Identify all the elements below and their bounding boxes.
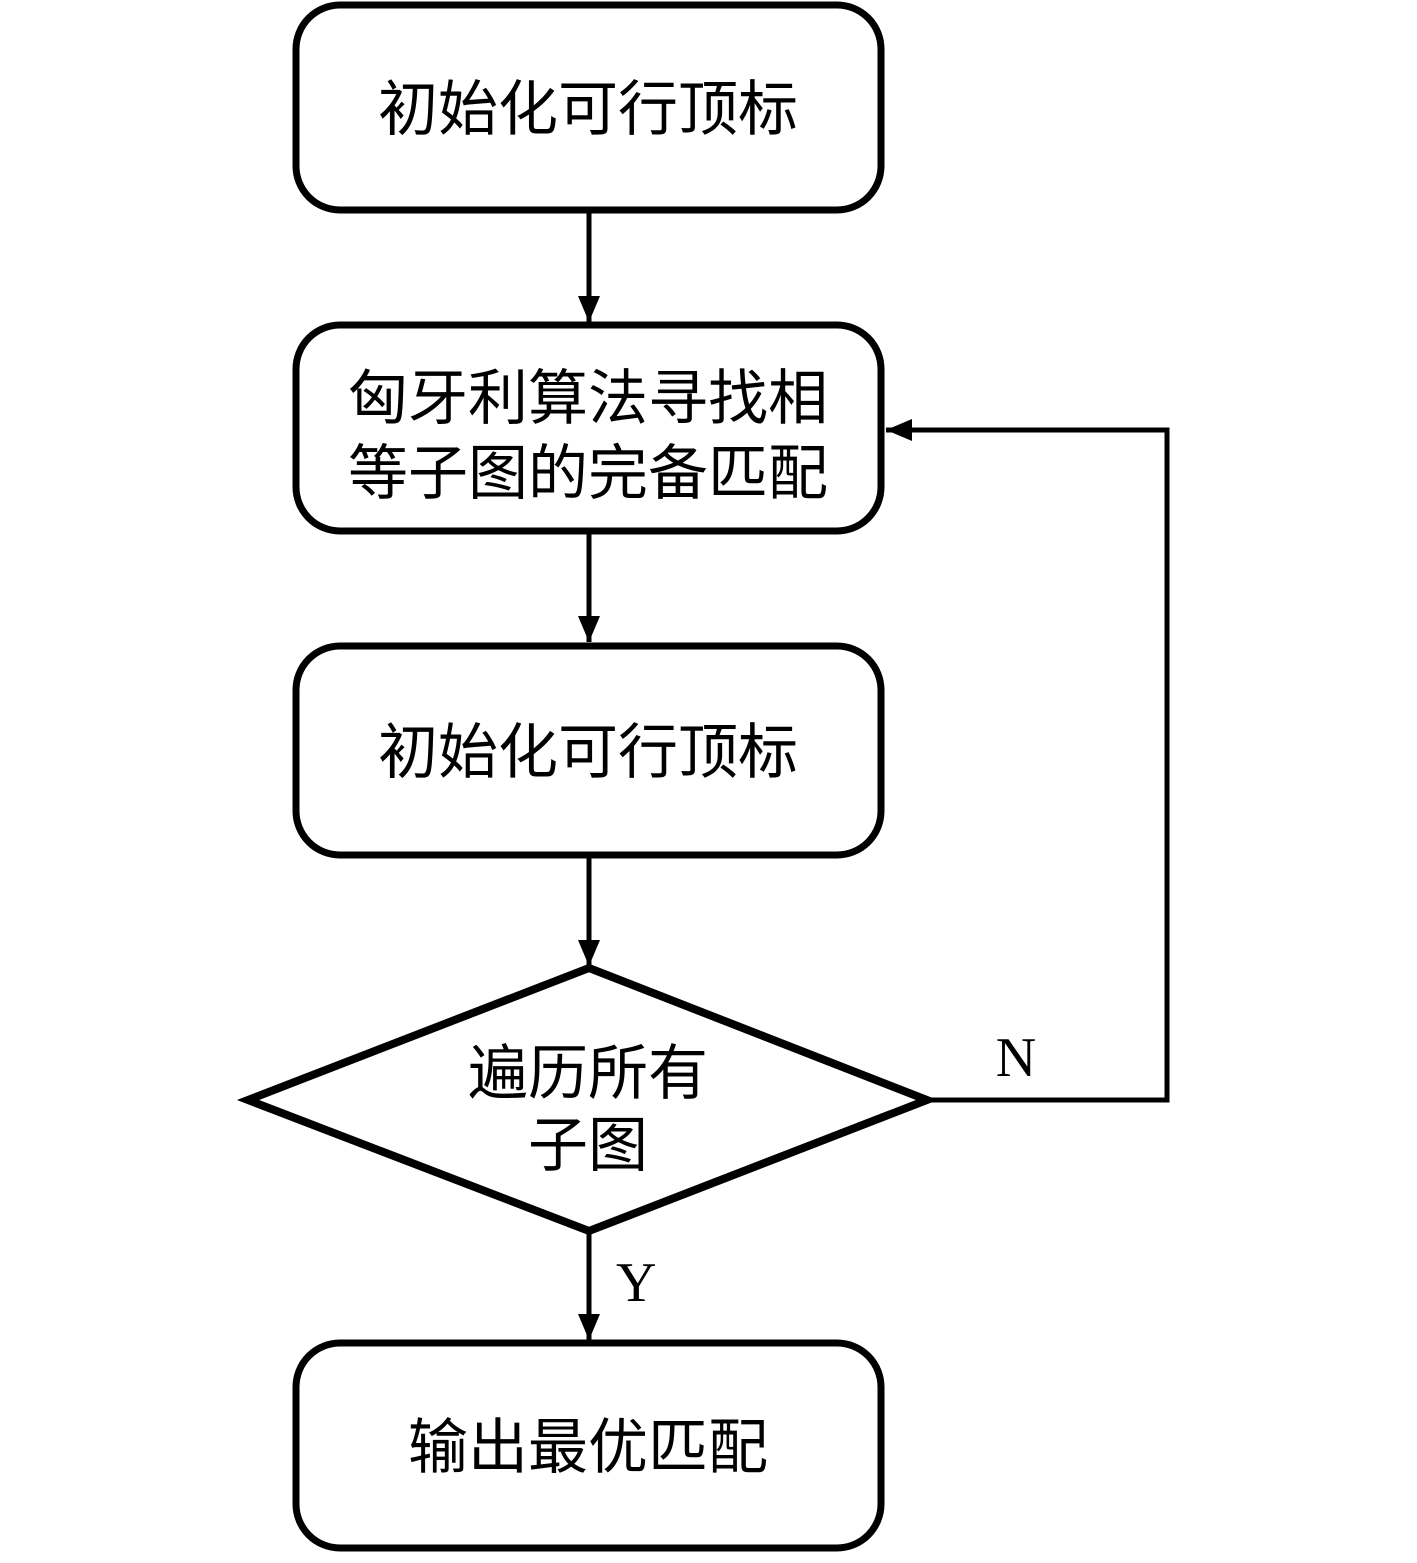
node-traverse-all-subgraphs-label-line2: 子图	[528, 1113, 648, 1179]
node-init-feasible-labels-1-shape	[292, 1, 885, 214]
node-traverse-all-subgraphs-label-line1: 遍历所有	[468, 1041, 708, 1107]
edge-label-yes: Y	[616, 1252, 656, 1314]
node-traverse-all-subgraphs-decision: 遍历所有 子图	[236, 963, 939, 1236]
nodes: 初始化可行顶标 匈牙利算法寻找相 等子图的完备匹配 初始化可行顶标 遍历所有 子…	[236, 1, 939, 1552]
node-init-feasible-labels-2: 初始化可行顶标	[292, 642, 885, 859]
node-hungarian-perfect-matching-label-line1: 匈牙利算法寻找相	[348, 366, 828, 432]
edge-label-no: N	[996, 1027, 1036, 1089]
node-hungarian-perfect-matching-label-line2: 等子图的完备匹配	[348, 441, 828, 507]
edge-decision-no-loop-to-hungarian	[886, 419, 1170, 1103]
node-traverse-all-subgraphs-decision-shape	[236, 963, 939, 1236]
node-init-feasible-labels-2-shape	[292, 642, 885, 859]
node-init-feasible-labels-2-label: 初始化可行顶标	[378, 720, 798, 786]
node-init-feasible-labels-1-label: 初始化可行顶标	[378, 77, 798, 143]
node-output-optimal-matching-label: 输出最优匹配	[408, 1415, 768, 1481]
node-hungarian-perfect-matching: 匈牙利算法寻找相 等子图的完备匹配	[292, 321, 885, 535]
node-init-feasible-labels-1: 初始化可行顶标	[292, 1, 885, 214]
node-hungarian-perfect-matching-shape	[292, 321, 885, 535]
node-output-optimal-matching: 输出最优匹配	[292, 1339, 885, 1552]
node-output-optimal-matching-shape	[292, 1339, 885, 1552]
edges	[578, 210, 1170, 1340]
